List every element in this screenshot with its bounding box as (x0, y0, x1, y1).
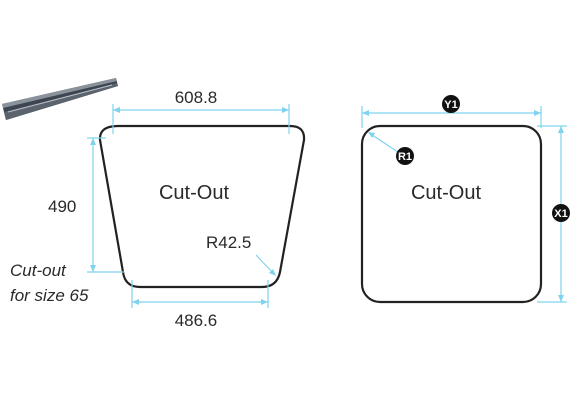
size-note-line1: Cut-out (10, 261, 67, 280)
top-width-label: 608.8 (175, 88, 218, 107)
left-cutout-label: Cut-Out (159, 182, 229, 204)
trapezoid-outline (98, 124, 306, 289)
r1-radius-leader (368, 132, 399, 153)
radius-leader (255, 254, 276, 276)
top-width-dimension (112, 104, 290, 134)
svg-text:R1: R1 (398, 151, 412, 163)
radius-label: R42.5 (206, 233, 251, 252)
size-note-line2: for size 65 (10, 286, 89, 305)
bottom-width-dimension (131, 280, 269, 308)
y1-badge: Y1 (442, 95, 460, 113)
right-cutout-label: Cut-Out (411, 182, 481, 204)
square-cutout-outline (360, 124, 543, 304)
svg-text:X1: X1 (554, 208, 567, 220)
y1-width-dimension (361, 106, 542, 128)
product-strip-image (2, 78, 118, 120)
trapezoid-cutout (98, 124, 306, 289)
height-dimension (87, 137, 124, 273)
r1-badge: R1 (396, 147, 414, 165)
x1-badge: X1 (552, 204, 570, 222)
height-label: 490 (48, 197, 76, 216)
svg-text:Y1: Y1 (444, 99, 457, 111)
bottom-width-label: 486.6 (175, 311, 218, 330)
